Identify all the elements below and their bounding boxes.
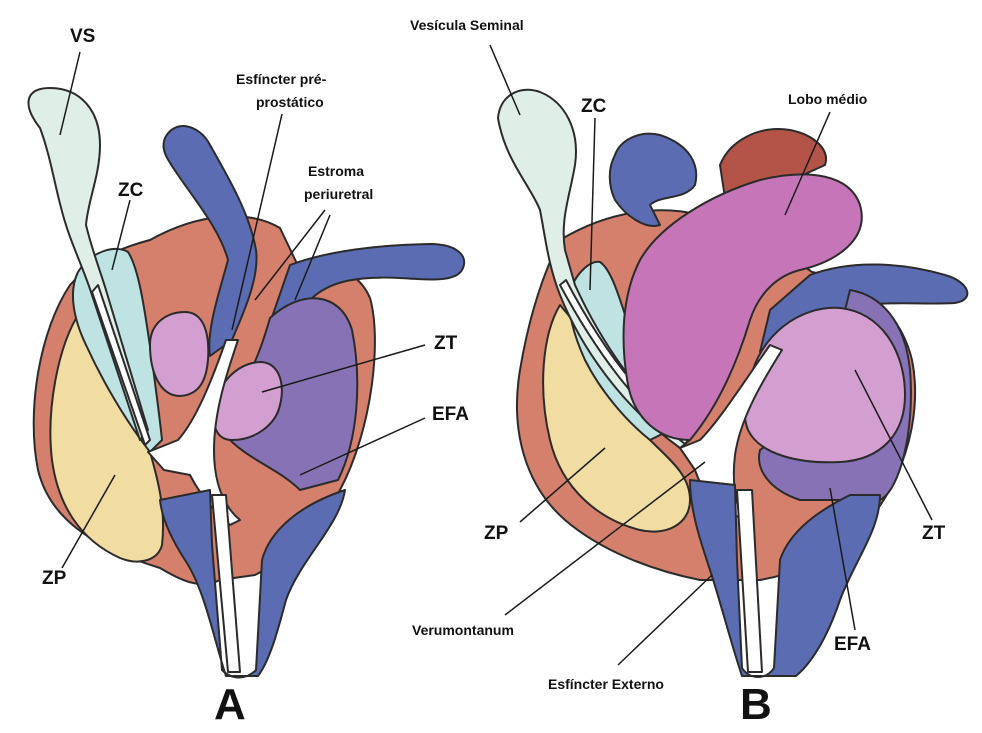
panel-a-letter: A [214, 680, 247, 731]
panel-b-label-lobo: Lobo médio [788, 91, 867, 107]
panel-a-drawing [29, 88, 465, 678]
panel-b-label-vesicula: Vesícula Seminal [410, 17, 524, 33]
panel-b-label-zc: ZC [581, 96, 606, 118]
panel-b-label-zt: ZT [922, 523, 945, 545]
panel-b-label-zp: ZP [484, 523, 508, 545]
panel-a-label-esfincter-1: Esfíncter pré- [236, 71, 326, 87]
panel-b-label-verumontanum: Verumontanum [412, 622, 514, 638]
panel-a-label-zp: ZP [42, 568, 66, 590]
panel-a-label-esfincter-2: prostático [256, 94, 324, 110]
panel-a-label-estroma-2: periuretral [304, 186, 373, 202]
panel-b-label-esfincter-externo: Esfíncter Externo [548, 676, 664, 692]
leader-b-esfext [618, 575, 712, 665]
panel-a-label-estroma-1: Estroma [308, 163, 364, 179]
panel-b-letter: B [740, 680, 773, 731]
panel-a-label-efa: EFA [432, 404, 469, 426]
panel-a-label-zt: ZT [434, 333, 457, 355]
panel-b-drawing [498, 90, 967, 677]
panel-b-label-efa: EFA [834, 634, 871, 656]
panel-a-label-vs: VS [70, 26, 95, 48]
panel-a-label-zc: ZC [118, 180, 143, 202]
panel-a-inner-bulb [150, 312, 208, 396]
